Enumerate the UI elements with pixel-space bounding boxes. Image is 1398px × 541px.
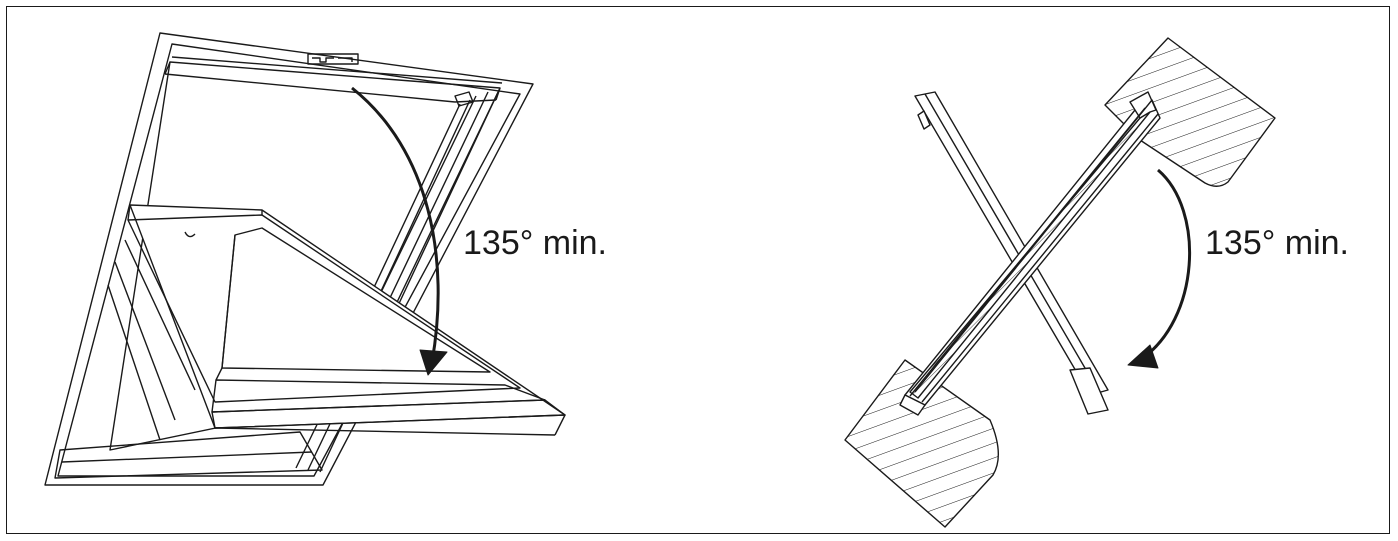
rotation-arrow-left: [351, 86, 440, 363]
handle-fitting: [307, 53, 359, 65]
rotation-arrow-right: [1139, 168, 1192, 362]
section-illustration: [844, 37, 1276, 528]
angle-label-right: 135° min.: [1205, 224, 1350, 262]
angle-label-left: 135° min.: [463, 224, 608, 262]
roof-window-illustration: [44, 32, 566, 486]
